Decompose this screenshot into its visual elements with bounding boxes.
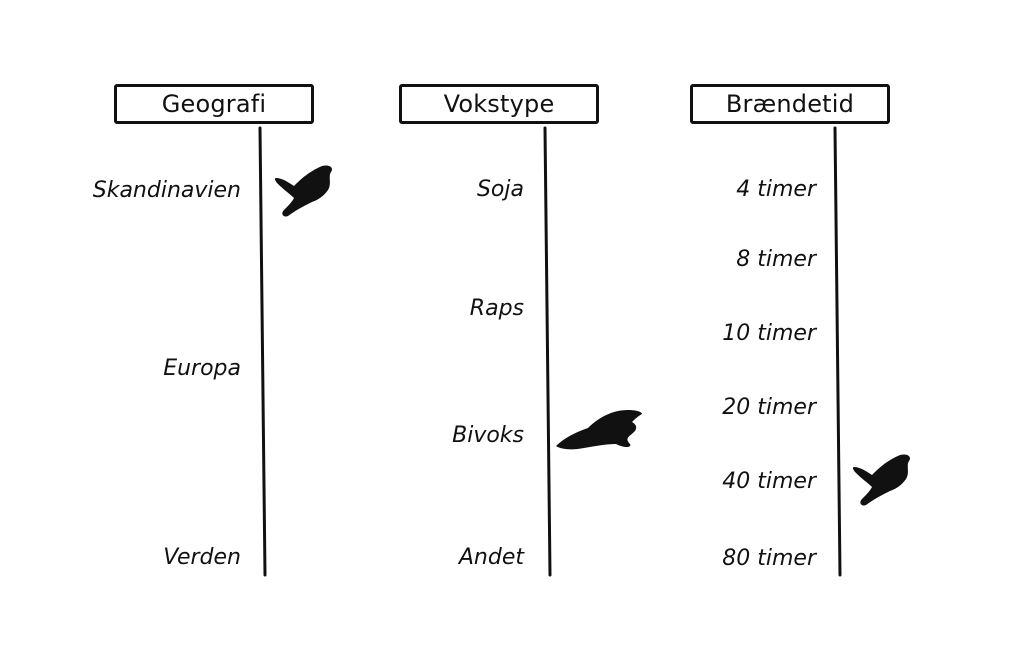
label-andet: Andet	[458, 545, 524, 570]
label-20-timer: 20 timer	[722, 395, 816, 420]
scale-line-vokstype	[543, 126, 552, 577]
scale-line-braendetid	[833, 126, 842, 577]
bird-icon	[852, 454, 910, 506]
label-80-timer: 80 timer	[722, 546, 816, 571]
bird-icon	[556, 410, 642, 450]
label-10-timer: 10 timer	[722, 321, 816, 346]
label-europa: Europa	[163, 356, 241, 381]
header-geografi: Geografi	[114, 84, 314, 124]
label-4-timer: 4 timer	[736, 177, 816, 202]
header-braendetid: Brændetid	[690, 84, 890, 124]
label-bivoks: Bivoks	[452, 423, 524, 448]
label-verden: Verden	[163, 545, 241, 570]
header-vokstype: Vokstype	[399, 84, 599, 124]
label-skandinavien: Skandinavien	[92, 178, 241, 203]
scale-line-geografi	[258, 126, 267, 577]
label-40-timer: 40 timer	[722, 469, 816, 494]
bird-icon	[274, 165, 332, 217]
label-raps: Raps	[469, 296, 524, 321]
label-8-timer: 8 timer	[736, 247, 816, 272]
label-soja: Soja	[476, 177, 524, 202]
